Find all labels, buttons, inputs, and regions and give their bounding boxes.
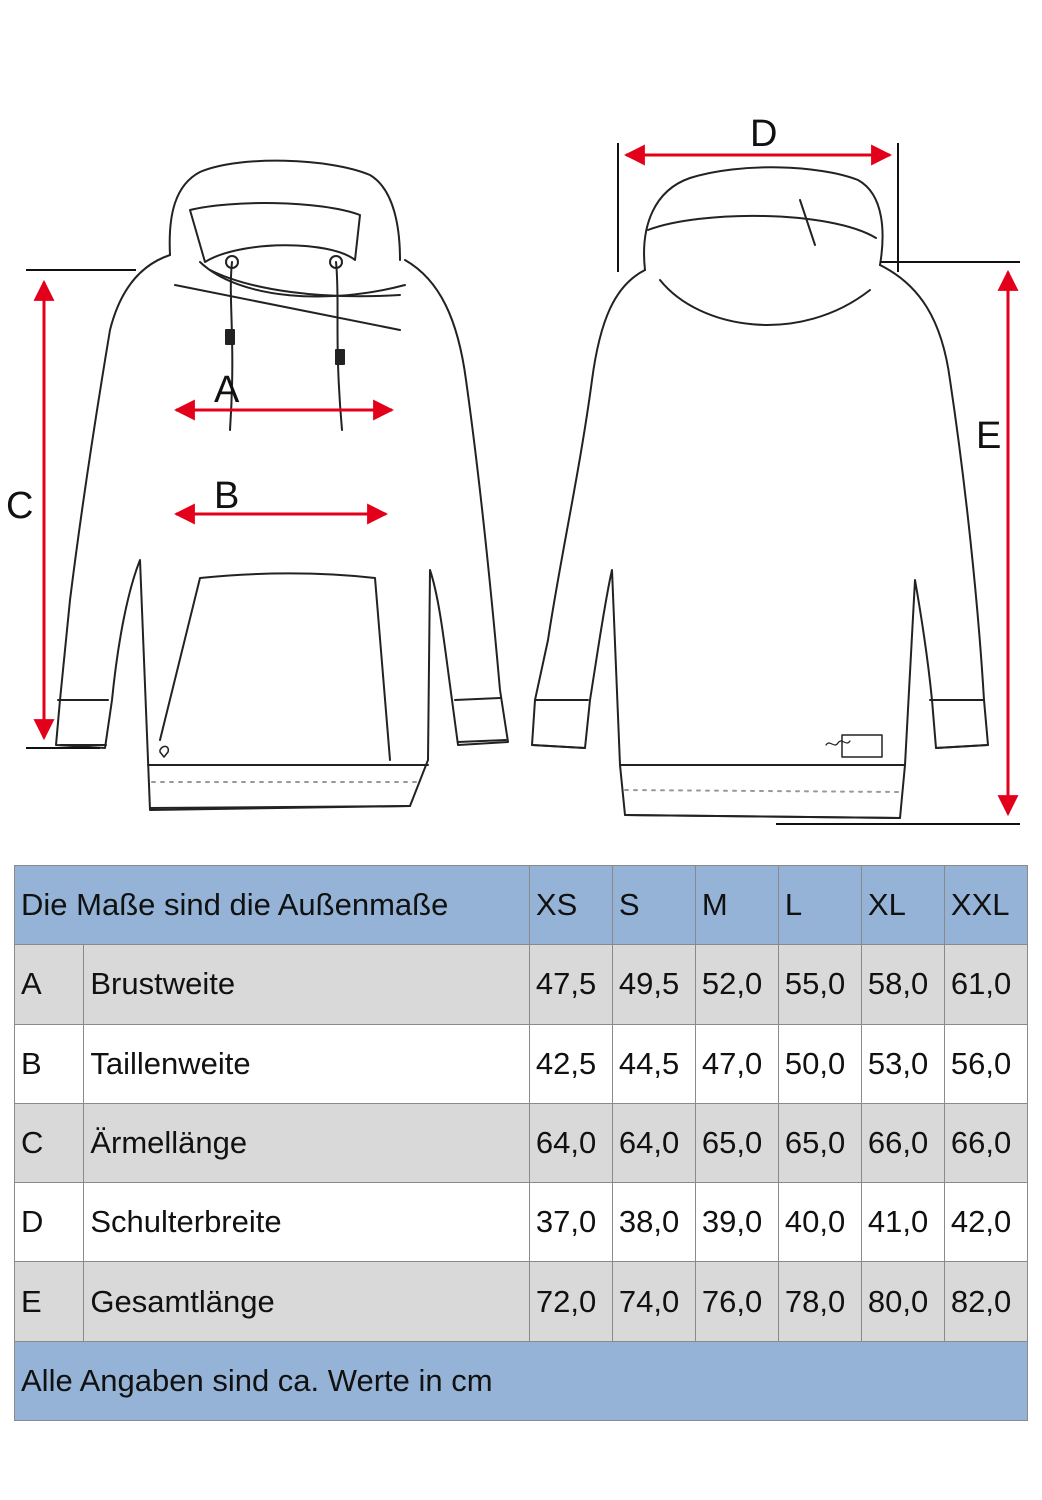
table-cell: 47,0 bbox=[694, 1023, 779, 1104]
table-cell: 40,0 bbox=[777, 1182, 862, 1263]
hoodie-front-sketch bbox=[55, 159, 509, 811]
table-cell: 65,0 bbox=[694, 1102, 779, 1184]
size-header: XXL bbox=[943, 864, 1029, 946]
table-cell: 49,5 bbox=[611, 944, 696, 1025]
row-letter: B bbox=[13, 1023, 85, 1104]
measure-arrows bbox=[33, 144, 1019, 817]
label-d: D bbox=[750, 113, 777, 155]
hoodie-back-sketch bbox=[531, 166, 989, 819]
row-name: Gesamtlänge bbox=[83, 1261, 530, 1342]
row-letter: A bbox=[13, 944, 85, 1025]
table-header-title: Die Maße sind die Außenmaße bbox=[14, 864, 530, 946]
table-cell: 58,0 bbox=[860, 944, 945, 1025]
table-cell: 47,5 bbox=[528, 944, 613, 1025]
table-cell: 66,0 bbox=[943, 1102, 1029, 1184]
table-cell: 64,0 bbox=[528, 1102, 613, 1184]
label-b: B bbox=[214, 475, 239, 517]
row-name: Schulterbreite bbox=[83, 1182, 530, 1263]
table-header-row: Die Maße sind die Außenmaße XS S M L XL … bbox=[14, 864, 1029, 946]
size-header: L bbox=[777, 864, 862, 946]
table-footer-row: Alle Angaben sind ca. Werte in cm bbox=[14, 1340, 1028, 1422]
table-cell: 80,0 bbox=[860, 1261, 945, 1342]
row-letter: C bbox=[13, 1102, 85, 1184]
table-row: E Gesamtlänge 72,0 74,0 76,0 78,0 80,0 8… bbox=[13, 1261, 1029, 1342]
table-cell: 65,0 bbox=[777, 1102, 862, 1184]
table-cell: 64,0 bbox=[611, 1102, 696, 1184]
table-cell: 41,0 bbox=[860, 1182, 945, 1263]
table-cell: 78,0 bbox=[777, 1261, 862, 1342]
size-table: Die Maße sind die Außenmaße XS S M L XL … bbox=[13, 864, 1029, 1422]
size-header: XS bbox=[528, 864, 613, 946]
table-row: A Brustweite 47,5 49,5 52,0 55,0 58,0 61… bbox=[13, 944, 1029, 1025]
table-cell: 56,0 bbox=[943, 1023, 1029, 1104]
row-name: Ärmellänge bbox=[83, 1102, 530, 1184]
table-cell: 39,0 bbox=[694, 1182, 779, 1263]
table-cell: 76,0 bbox=[694, 1261, 779, 1342]
table-cell: 38,0 bbox=[611, 1182, 696, 1263]
size-header: S bbox=[611, 864, 696, 946]
size-header: XL bbox=[860, 864, 945, 946]
table-row: B Taillenweite 42,5 44,5 47,0 50,0 53,0 … bbox=[13, 1023, 1029, 1104]
table-cell: 72,0 bbox=[528, 1261, 613, 1342]
label-a: A bbox=[214, 369, 240, 411]
row-name: Taillenweite bbox=[83, 1023, 530, 1104]
label-e: E bbox=[976, 415, 1001, 457]
table-row: C Ärmellänge 64,0 64,0 65,0 65,0 66,0 66… bbox=[13, 1102, 1029, 1184]
table-cell: 82,0 bbox=[943, 1261, 1029, 1342]
table-cell: 55,0 bbox=[777, 944, 862, 1025]
guide-lines bbox=[26, 143, 1020, 825]
table-row: D Schulterbreite 37,0 38,0 39,0 40,0 41,… bbox=[13, 1182, 1029, 1263]
table-cell: 53,0 bbox=[860, 1023, 945, 1104]
row-letter: E bbox=[13, 1261, 85, 1342]
table-cell: 50,0 bbox=[777, 1023, 862, 1104]
label-c: C bbox=[6, 485, 33, 527]
row-name: Brustweite bbox=[83, 944, 530, 1025]
row-letter: D bbox=[13, 1182, 85, 1263]
table-cell: 66,0 bbox=[860, 1102, 945, 1184]
size-diagram: A B C D E bbox=[6, 113, 1020, 825]
size-header: M bbox=[694, 864, 779, 946]
table-cell: 42,5 bbox=[528, 1023, 613, 1104]
table-cell: 61,0 bbox=[943, 944, 1029, 1025]
table-footer-note: Alle Angaben sind ca. Werte in cm bbox=[14, 1340, 1028, 1422]
table-cell: 52,0 bbox=[694, 944, 779, 1025]
table-cell: 37,0 bbox=[528, 1182, 613, 1263]
table-cell: 74,0 bbox=[611, 1261, 696, 1342]
table-cell: 44,5 bbox=[611, 1023, 696, 1104]
table-cell: 42,0 bbox=[943, 1182, 1029, 1263]
